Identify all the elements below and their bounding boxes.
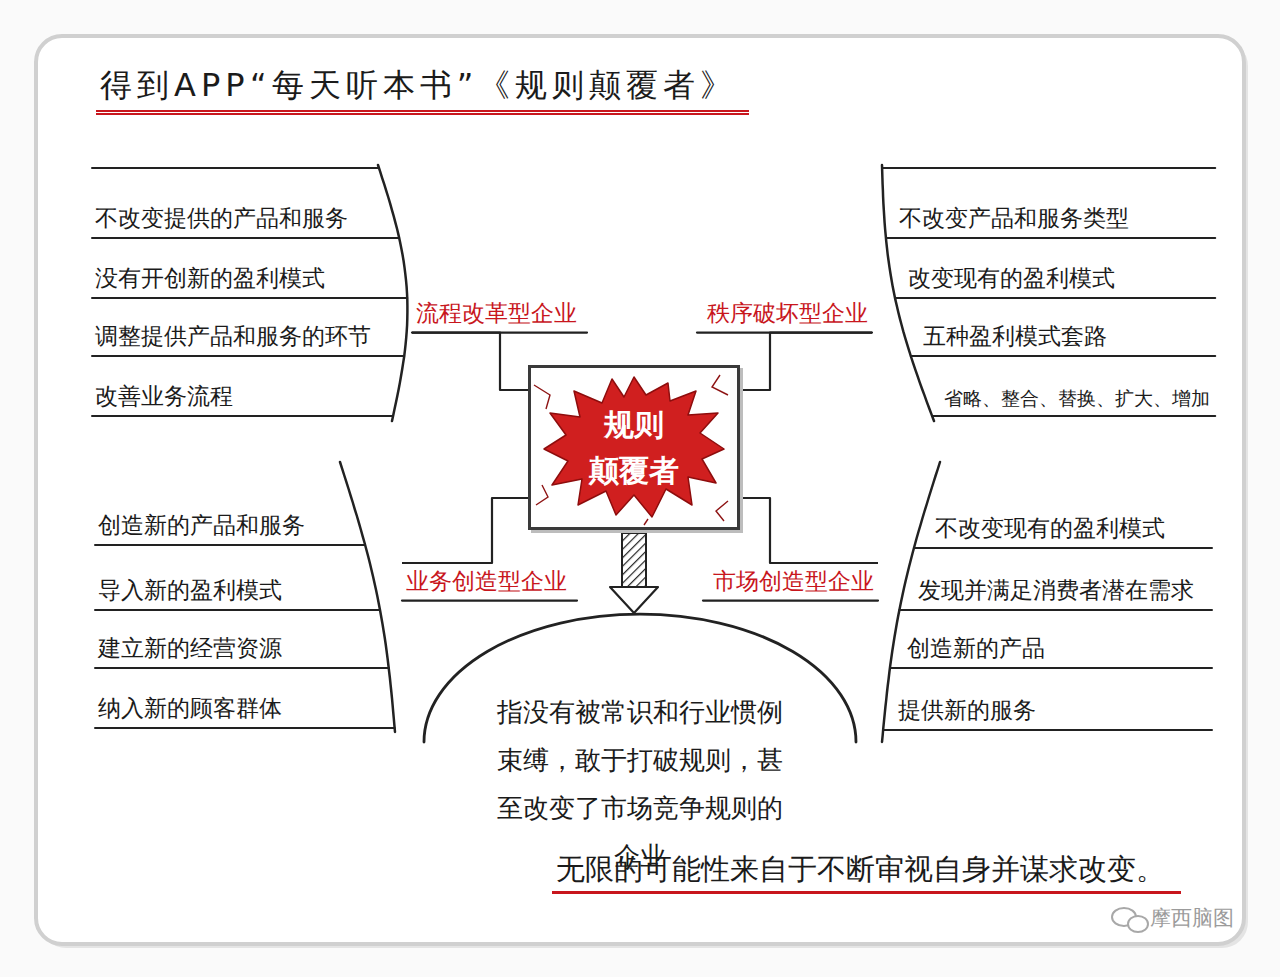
branch-list: 业务创造型企业创造新的产品和服务导入新的盈利模式建立新的经营资源纳入新的顾客群体	[92, 462, 402, 732]
list-item: 不改变现有的盈利模式	[935, 515, 1165, 543]
heading-underline	[703, 599, 878, 601]
central-box: 规则 颠覆者	[528, 365, 740, 530]
splash-graphic	[531, 368, 737, 527]
list-item: 创造新的产品	[907, 635, 1045, 663]
divider-line	[95, 609, 380, 611]
heading-underline	[697, 331, 872, 333]
divider-line	[92, 355, 404, 357]
crack-line	[644, 519, 648, 525]
central-title: 规则 颠覆者	[569, 402, 699, 494]
divider-line	[911, 355, 1215, 357]
divider-line	[890, 667, 1212, 669]
list-item: 发现并满足消费者潜在需求	[918, 577, 1194, 605]
list-item: 改善业务流程	[95, 383, 233, 411]
list-item: 创造新的产品和服务	[98, 512, 305, 540]
branch-list: 秩序破坏型企业不改变产品和服务类型改变现有的盈利模式五种盈利模式套路省略、整合、…	[872, 165, 1217, 421]
branch-outline	[872, 165, 1217, 421]
branch-heading: 秩序破坏型企业	[707, 300, 868, 328]
arc-line	[882, 165, 934, 421]
divider-line	[932, 415, 1215, 417]
divider-line	[95, 544, 365, 546]
divider-line	[886, 237, 1215, 239]
divider-line	[95, 667, 389, 669]
watermark-label: 摩西脑图	[1150, 906, 1234, 931]
branch-list: 市场创造型企业不改变现有的盈利模式发现并满足消费者潜在需求创造新的产品提供新的服…	[878, 462, 1215, 742]
divider-line	[92, 297, 407, 299]
connector-line	[402, 498, 528, 563]
connector	[402, 498, 528, 563]
red-splash	[544, 377, 724, 517]
divider-line	[914, 547, 1212, 549]
connector	[412, 333, 528, 390]
book-title: 得到APP“每天听本书”《规则颠覆者》	[96, 66, 749, 115]
connector-line	[740, 333, 872, 390]
divider-line	[883, 729, 1212, 731]
branch-outline	[90, 165, 412, 421]
divider-line	[92, 167, 379, 169]
crack-line	[716, 501, 728, 521]
list-item: 不改变提供的产品和服务	[95, 205, 348, 233]
branch-list: 流程改革型企业不改变提供的产品和服务没有开创新的盈利模式调整提供产品和服务的环节…	[90, 165, 412, 421]
branch-heading: 业务创造型企业	[406, 568, 567, 596]
arc-line	[378, 165, 407, 421]
list-item: 改变现有的盈利模式	[908, 265, 1115, 293]
list-item: 导入新的盈利模式	[98, 577, 282, 605]
hatched-shaft	[622, 533, 646, 587]
arc-line	[340, 462, 395, 732]
list-item: 调整提供产品和服务的环节	[95, 323, 371, 351]
connector-line	[412, 333, 528, 390]
heading-underline	[412, 331, 587, 333]
definition-text: 指没有被常识和行业惯例束缚，敢于打破规则，甚至改变了市场竞争规则的企业	[490, 688, 790, 880]
branch-heading: 流程改革型企业	[416, 300, 577, 328]
crack-line	[534, 385, 550, 409]
connector-line	[740, 498, 878, 563]
divider-line	[895, 297, 1215, 299]
list-item: 纳入新的顾客群体	[98, 695, 282, 723]
watermark-icon	[1128, 916, 1148, 932]
divider-line	[92, 237, 399, 239]
divider-line	[882, 167, 1215, 169]
list-item: 没有开创新的盈利模式	[95, 265, 325, 293]
definition-dome: 指没有被常识和行业惯例束缚，敢于打破规则，甚至改变了市场竞争规则的企业	[420, 610, 860, 888]
list-item: 五种盈利模式套路	[923, 323, 1107, 351]
connector	[740, 498, 878, 563]
crack-line	[712, 375, 728, 395]
list-item: 提供新的服务	[898, 697, 1036, 725]
crack-line	[536, 485, 548, 505]
card-frame	[36, 36, 1244, 944]
connector	[610, 533, 658, 613]
divider-line	[95, 727, 395, 729]
divider-line	[92, 415, 393, 417]
list-item: 建立新的经营资源	[98, 635, 282, 663]
list-item: 不改变产品和服务类型	[899, 205, 1129, 233]
branch-heading: 市场创造型企业	[713, 568, 874, 596]
hollow-arrowhead	[610, 587, 658, 613]
list-item: 省略、整合、替换、扩大、增加	[944, 388, 1210, 411]
heading-underline	[402, 599, 577, 601]
connector	[740, 333, 872, 390]
divider-line	[899, 609, 1212, 611]
